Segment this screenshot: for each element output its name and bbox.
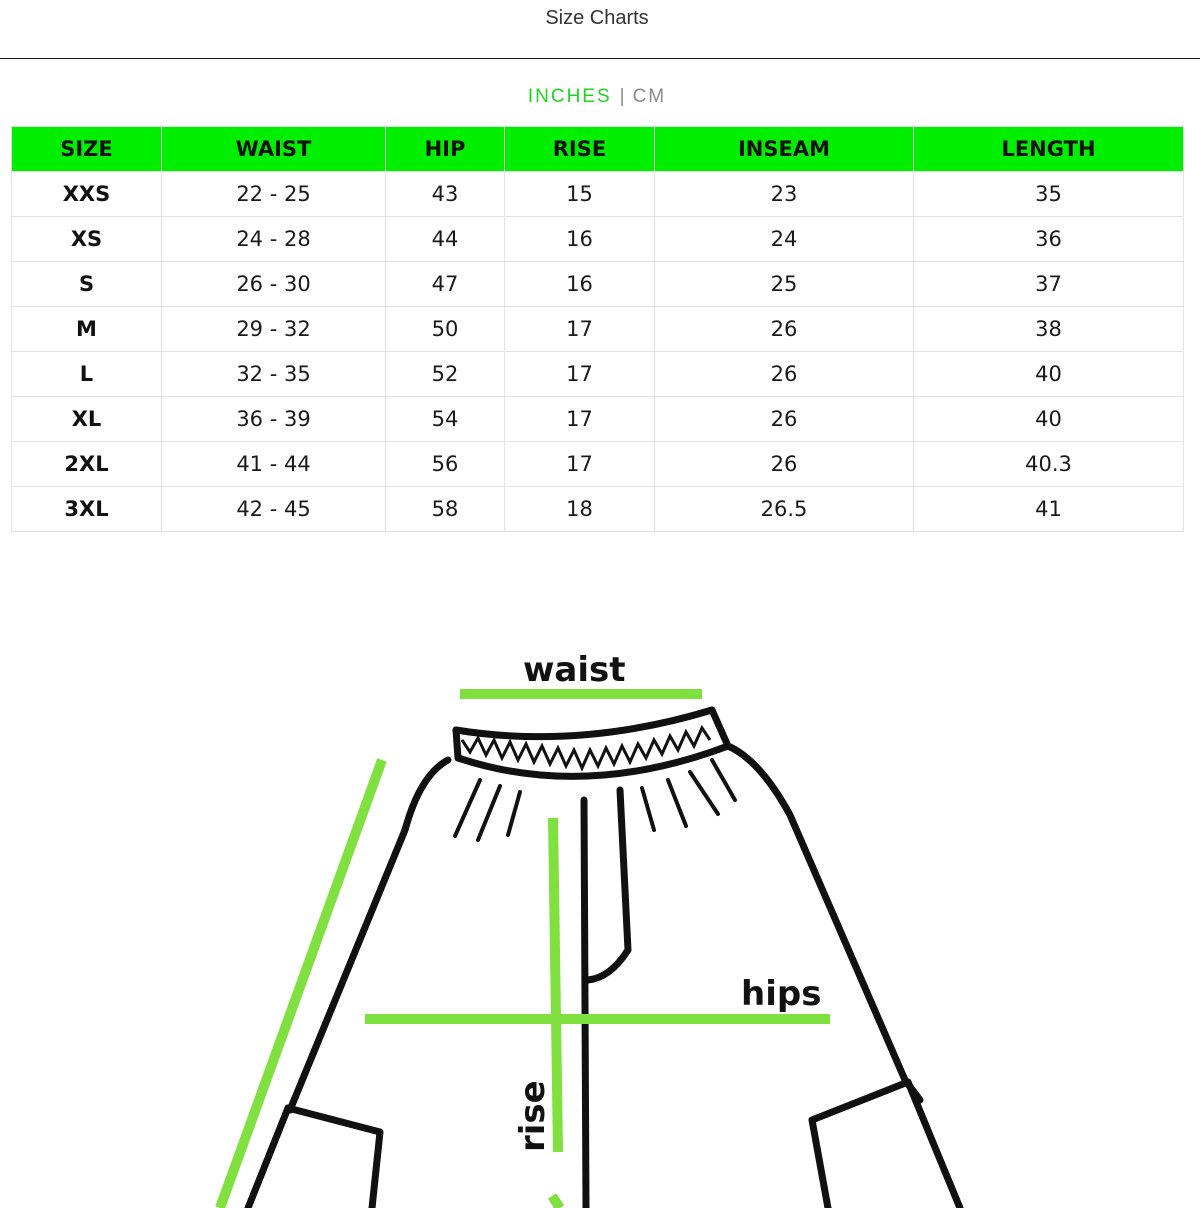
right-seam-bottom	[901, 1076, 924, 1104]
size-cell: 3XL	[11, 486, 162, 532]
center-seam	[580, 796, 590, 1208]
rise-cell: 17	[504, 306, 655, 352]
rise-cell: 17	[504, 351, 655, 397]
table-row: XS 24 - 28 44 16 24 36	[11, 216, 1184, 262]
hip-cell: 44	[385, 216, 505, 262]
inseam-measure-line	[547, 1193, 565, 1208]
waist-label: waist	[523, 650, 626, 690]
column-header-rise: RISE	[504, 126, 655, 172]
waist-cell: 41 - 44	[161, 441, 386, 487]
table-row: L 32 - 35 52 17 26 40	[11, 351, 1184, 397]
length-cell: 38	[913, 306, 1184, 352]
table-row: M 29 - 32 50 17 26 38	[11, 306, 1184, 352]
rise-cell: 16	[504, 216, 655, 262]
measurement-lines	[215, 689, 830, 1208]
page-title: Size Charts	[545, 7, 649, 29]
inseam-cell: 26	[654, 351, 914, 397]
size-cell: S	[11, 261, 162, 307]
waist-cell: 42 - 45	[161, 486, 386, 532]
column-header-hip: HIP	[385, 126, 505, 172]
column-header-inseam: INSEAM	[654, 126, 914, 172]
waistband-left-end	[452, 726, 462, 762]
pants-outline	[244, 706, 964, 1208]
rise-cell: 16	[504, 261, 655, 307]
length-cell: 36	[913, 216, 1184, 262]
inseam-cell: 25	[654, 261, 914, 307]
waist-cell: 22 - 25	[161, 171, 386, 217]
table-row: 3XL 42 - 45 58 18 26.5 41	[11, 486, 1184, 532]
table-row: S 26 - 30 47 16 25 37	[11, 261, 1184, 307]
inseam-cell: 23	[654, 171, 914, 217]
size-cell: M	[11, 306, 162, 352]
inseam-cell: 24	[654, 216, 914, 262]
length-cell: 40	[913, 396, 1184, 442]
waistband-elastic	[460, 724, 712, 772]
hip-cell: 58	[385, 486, 505, 532]
size-cell: XS	[11, 216, 162, 262]
unit-separator: |	[619, 86, 625, 107]
waist-cell: 32 - 35	[161, 351, 386, 397]
hips-label: hips	[741, 974, 821, 1014]
left-outer-seam	[286, 756, 452, 1114]
unit-switcher: INCHES | CM	[0, 86, 1194, 108]
table-header-row: SIZE WAIST HIP RISE INSEAM LENGTH	[11, 126, 1184, 172]
column-header-length: LENGTH	[913, 126, 1184, 172]
hip-cell: 56	[385, 441, 505, 487]
waist-cell: 36 - 39	[161, 396, 386, 442]
rise-label: rise	[513, 1080, 553, 1152]
unit-inches-toggle[interactable]: INCHES	[527, 86, 612, 107]
length-cell: 35	[913, 171, 1184, 217]
inseam-cell: 26.5	[654, 486, 914, 532]
left-cargo-pocket	[284, 1104, 384, 1208]
length-cell: 37	[913, 261, 1184, 307]
waistband-gathers	[453, 758, 737, 842]
waistband-right-end	[708, 706, 732, 750]
column-header-waist: WAIST	[161, 126, 386, 172]
table-row: 2XL 41 - 44 56 17 26 40.3	[11, 441, 1184, 487]
size-cell: XXS	[11, 171, 162, 217]
rise-measure-line	[548, 817, 563, 1153]
table-row: XL 36 - 39 54 17 26 40	[11, 396, 1184, 442]
waist-cell: 24 - 28	[161, 216, 386, 262]
rise-cell: 18	[504, 486, 655, 532]
fly-seam	[584, 786, 632, 984]
waistband-top-line	[452, 706, 716, 741]
rise-cell: 15	[504, 171, 655, 217]
waistband-bottom-line	[454, 742, 732, 780]
hip-cell: 54	[385, 396, 505, 442]
inseam-cell: 26	[654, 441, 914, 487]
length-cell: 40	[913, 351, 1184, 397]
column-header-size: SIZE	[11, 126, 162, 172]
hip-cell: 52	[385, 351, 505, 397]
length-cell: 41	[913, 486, 1184, 532]
hip-cell: 43	[385, 171, 505, 217]
size-cell: XL	[11, 396, 162, 442]
table-row: XXS 22 - 25 43 15 23 35	[11, 171, 1184, 217]
right-cargo-pocket-side	[904, 1078, 964, 1208]
left-cargo-pocket-side	[244, 1104, 292, 1208]
page-header: Size Charts	[0, 0, 1200, 59]
size-cell: 2XL	[11, 441, 162, 487]
measurement-diagram: waist hips rise	[0, 600, 1200, 1208]
rise-cell: 17	[504, 441, 655, 487]
size-chart-table: SIZE WAIST HIP RISE INSEAM LENGTH XXS 22…	[11, 126, 1184, 532]
inseam-cell: 26	[654, 396, 914, 442]
waist-cell: 26 - 30	[161, 261, 386, 307]
waist-cell: 29 - 32	[161, 306, 386, 352]
rise-cell: 17	[504, 396, 655, 442]
length-cell: 40.3	[913, 441, 1184, 487]
size-cell: L	[11, 351, 162, 397]
length-measure-line	[215, 758, 387, 1208]
pants-illustration: waist hips rise	[215, 650, 964, 1208]
hip-cell: 47	[385, 261, 505, 307]
unit-cm-toggle[interactable]: CM	[632, 86, 667, 107]
right-cargo-pocket	[808, 1078, 912, 1208]
inseam-cell: 26	[654, 306, 914, 352]
hip-cell: 50	[385, 306, 505, 352]
right-outer-seam	[724, 742, 909, 1084]
